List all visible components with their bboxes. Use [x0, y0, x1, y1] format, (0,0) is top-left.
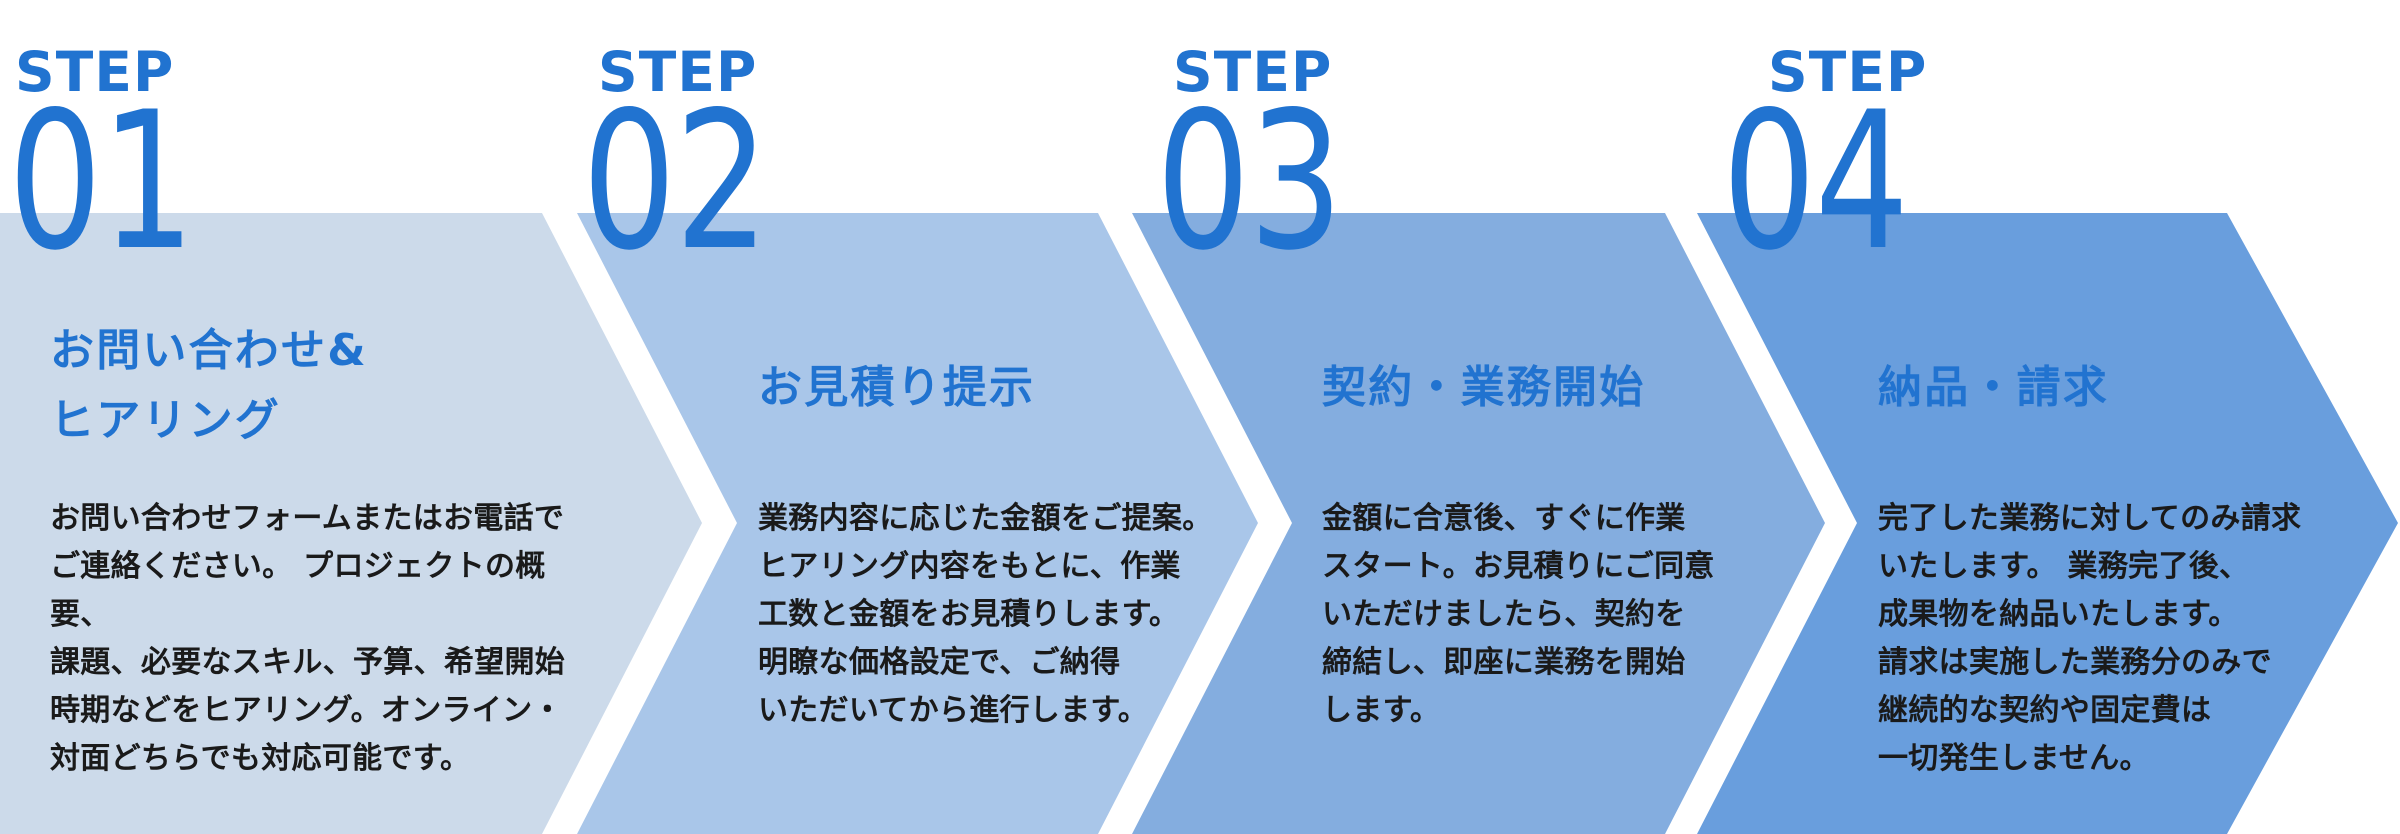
step-number: 02: [582, 71, 769, 292]
step-number: 01: [8, 71, 195, 292]
step-title: お見積り提示: [758, 362, 1036, 413]
step-label: STEP: [1173, 40, 1333, 104]
step-description: 業務内容に応じた金額をご提案。 ヒアリング内容をもとに、作業 工数と金額をお見積…: [758, 501, 1213, 728]
step-title: 契約・業務開始: [1322, 362, 1646, 413]
chevron-arrow: [0, 213, 702, 834]
step-label: STEP: [1768, 40, 1928, 104]
step-label: STEP: [598, 40, 758, 104]
step-number: 03: [1156, 71, 1343, 292]
step-description: お問い合わせフォームまたはお電話で ご連絡ください。 プロジェクトの概要、 課題…: [50, 501, 566, 776]
step-title: 納品・請求: [1878, 362, 2109, 413]
step-number: 04: [1722, 71, 1909, 292]
step-label: STEP: [15, 40, 175, 104]
step-description: 完了した業務に対してのみ請求 いたします。 業務完了後、 成果物を納品いたします…: [1878, 501, 2302, 776]
step-description: 金額に合意後、すぐに作業 スタート。お見積りにご同意 いただけましたら、契約を …: [1322, 501, 1715, 728]
step-title: お問い合わせ& ヒアリング: [50, 325, 368, 446]
